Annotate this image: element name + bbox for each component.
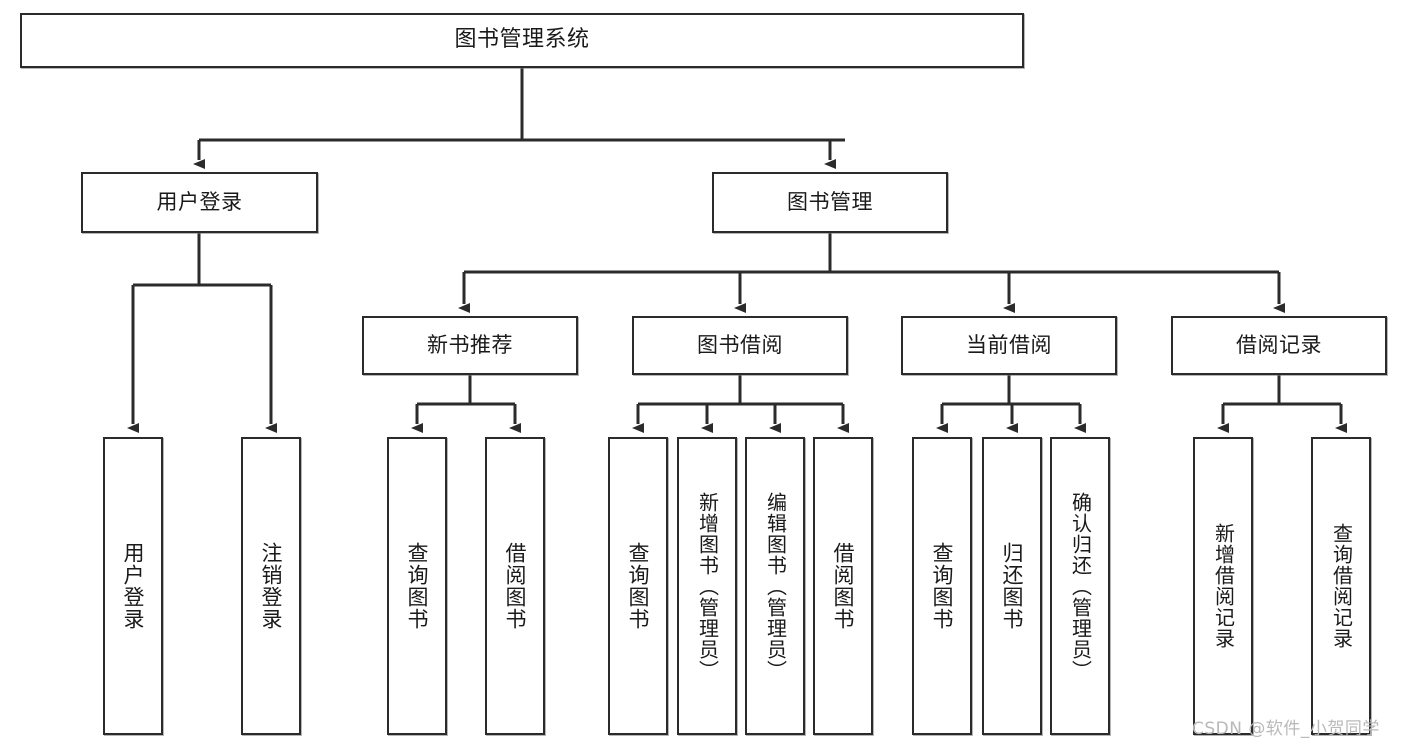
node-borrow-records[interactable]: 借阅记录 — [1171, 316, 1387, 375]
node-label: 确认归还（管理员） — [1068, 491, 1093, 681]
node-current-borrowing[interactable]: 当前借阅 — [901, 316, 1117, 375]
node-label: 借阅图书 — [503, 542, 528, 630]
node-new-book-recommendation[interactable]: 新书推荐 — [362, 316, 578, 375]
node-leaf-borrow-edit-book-admin[interactable]: 编辑图书（管理员） — [745, 437, 805, 735]
node-leaf-current-return-book[interactable]: 归还图书 — [982, 437, 1042, 735]
node-label: 归还图书 — [1000, 542, 1025, 630]
node-leaf-borrow-query-book[interactable]: 查询图书 — [608, 437, 668, 735]
node-book-management[interactable]: 图书管理 — [712, 172, 948, 233]
node-label: 注销登录 — [259, 542, 284, 630]
node-label: 编辑图书（管理员） — [763, 491, 788, 681]
node-label: 查询借阅记录 — [1329, 523, 1354, 649]
node-label: 图书借阅 — [697, 332, 783, 357]
node-label: 当前借阅 — [966, 332, 1052, 357]
node-leaf-record-query[interactable]: 查询借阅记录 — [1311, 437, 1371, 735]
node-root-system[interactable]: 图书管理系统 — [20, 13, 1024, 68]
node-label: 查询图书 — [930, 542, 955, 630]
node-leaf-recommend-borrow-book[interactable]: 借阅图书 — [485, 437, 545, 735]
node-leaf-user-login[interactable]: 用户登录 — [103, 437, 163, 735]
node-label: 用户登录 — [156, 189, 243, 214]
node-leaf-borrow-borrow-book[interactable]: 借阅图书 — [813, 437, 873, 735]
node-label: 查询图书 — [626, 542, 651, 630]
node-label: 查询图书 — [405, 542, 430, 630]
node-book-borrowing[interactable]: 图书借阅 — [632, 316, 848, 375]
node-label: 新增图书（管理员） — [695, 491, 720, 681]
node-leaf-recommend-query-book[interactable]: 查询图书 — [387, 437, 447, 735]
node-leaf-current-query-book[interactable]: 查询图书 — [912, 437, 972, 735]
node-label: 新增借阅记录 — [1211, 523, 1236, 649]
node-label: 图书管理 — [787, 189, 873, 214]
watermark-text: CSDN @软件_小贺同学 — [1192, 719, 1380, 739]
node-leaf-logout[interactable]: 注销登录 — [241, 437, 301, 735]
node-label: 借阅记录 — [1236, 332, 1322, 357]
node-label: 用户登录 — [121, 542, 146, 630]
node-user-login[interactable]: 用户登录 — [81, 172, 318, 233]
node-label: 图书管理系统 — [454, 27, 590, 53]
node-leaf-borrow-add-book-admin[interactable]: 新增图书（管理员） — [677, 437, 737, 735]
node-leaf-current-confirm-return-admin[interactable]: 确认归还（管理员） — [1050, 437, 1110, 735]
node-leaf-record-add[interactable]: 新增借阅记录 — [1193, 437, 1253, 735]
node-label: 借阅图书 — [831, 542, 856, 630]
node-label: 新书推荐 — [427, 332, 513, 357]
